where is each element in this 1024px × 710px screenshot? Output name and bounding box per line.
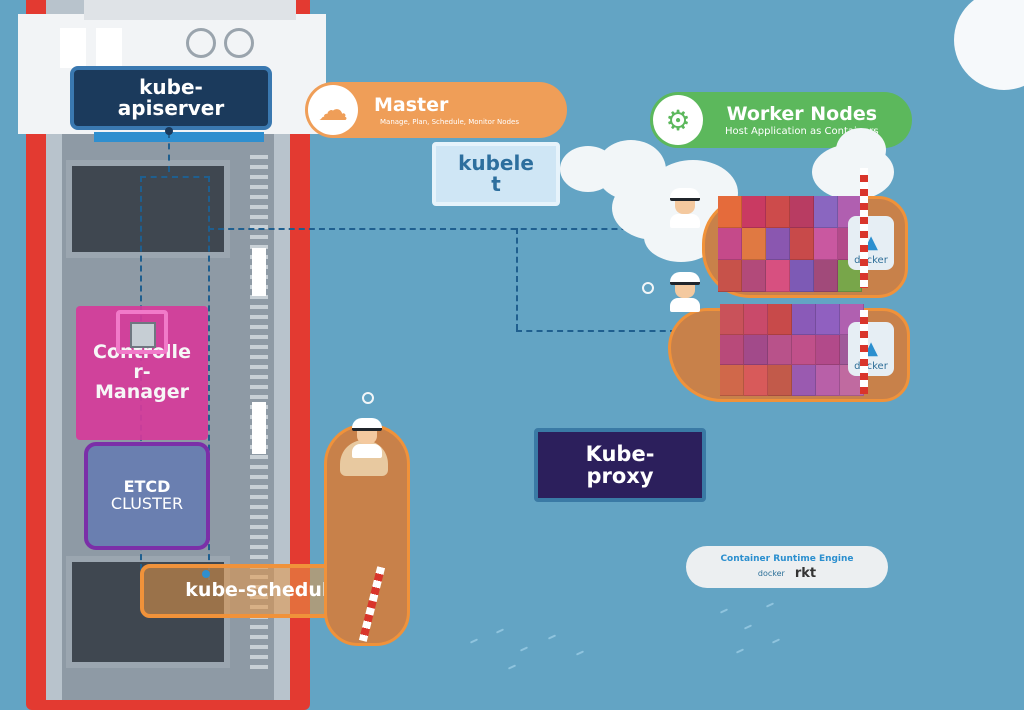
chip-core-icon (130, 322, 156, 348)
kubelet-box[interactable]: kubele t (432, 142, 560, 206)
brain-icon: ☁ (308, 85, 358, 135)
bubble-icon (362, 392, 374, 404)
kube-proxy-label: Kube- proxy (585, 441, 655, 488)
fish-decoration (719, 608, 729, 614)
master-title: Master (374, 94, 449, 116)
fish-decoration (771, 638, 781, 644)
etcd-title: ETCD (123, 477, 171, 497)
fish-decoration (469, 638, 479, 644)
fish-decoration (765, 602, 775, 608)
kube-apiserver-box[interactable]: kube- apiserver (70, 66, 272, 130)
bridge-accent-bar (94, 132, 264, 142)
connector-line (168, 132, 170, 172)
fish-decoration (495, 628, 505, 634)
docker-tag-label: docker (854, 361, 888, 372)
chip-icon (116, 310, 168, 354)
etcd-subtitle: CLUSTER (110, 494, 184, 513)
ship-mast (860, 168, 868, 288)
ship-mast (860, 310, 868, 394)
captain-icon (668, 188, 702, 228)
cargo-hold-top (66, 160, 230, 258)
fish-decoration (575, 650, 585, 656)
docker-logo: ▲ docker (848, 216, 894, 270)
kube-scheduler-label: kube-scheduler (185, 579, 351, 602)
fish-decoration (507, 664, 517, 670)
bubble-icon (640, 188, 652, 200)
container-runtime-pill[interactable]: Container Runtime Engine docker rkt (686, 546, 888, 588)
container-stack-2 (720, 304, 864, 397)
connector-line (516, 330, 676, 332)
kube-proxy-box[interactable]: Kube- proxy (534, 428, 706, 502)
master-subtitle: Manage, Plan, Schedule, Monitor Nodes (380, 118, 519, 126)
ship-bridge-roof (84, 0, 296, 20)
runtime-title: Container Runtime Engine (720, 553, 854, 564)
cloud-decoration (836, 128, 886, 172)
kube-apiserver-label: kube- apiserver (117, 75, 225, 120)
connector-line (208, 228, 678, 230)
bubble-icon (642, 282, 654, 294)
docker-tag-label: docker (854, 255, 888, 266)
porthole-icon (186, 28, 216, 58)
fish-decoration (519, 646, 529, 652)
docker-logo: ▲ docker (848, 322, 894, 376)
worker-title: Worker Nodes (726, 103, 878, 125)
captain-icon (668, 272, 702, 312)
fish-decoration (547, 634, 557, 640)
porthole-icon (224, 28, 254, 58)
connector-dot (165, 127, 173, 135)
connector-dot (202, 570, 210, 578)
connector-line (208, 176, 210, 580)
fish-decoration (743, 624, 753, 630)
bridge-window-panel (60, 28, 86, 68)
deck-light (252, 248, 266, 296)
fish-decoration (735, 648, 745, 654)
robot-icon: ⚙ (653, 95, 703, 145)
deck-light (252, 402, 266, 454)
etcd-cluster-box[interactable]: ETCD CLUSTER (84, 442, 210, 550)
container-stack-1 (718, 196, 862, 292)
connector-line (140, 176, 210, 178)
connector-line (516, 228, 518, 330)
bridge-window-panel (96, 28, 122, 68)
master-legend-pill: ☁ Master Manage, Plan, Schedule, Monitor… (305, 82, 567, 138)
rkt-label: rkt (794, 565, 817, 581)
captain-icon (350, 418, 384, 458)
worker-subtitle: Host Application as Containers (725, 126, 879, 137)
docker-label: docker (757, 568, 785, 578)
moon-decoration (954, 0, 1024, 90)
kubelet-label: kubele t (458, 151, 534, 196)
